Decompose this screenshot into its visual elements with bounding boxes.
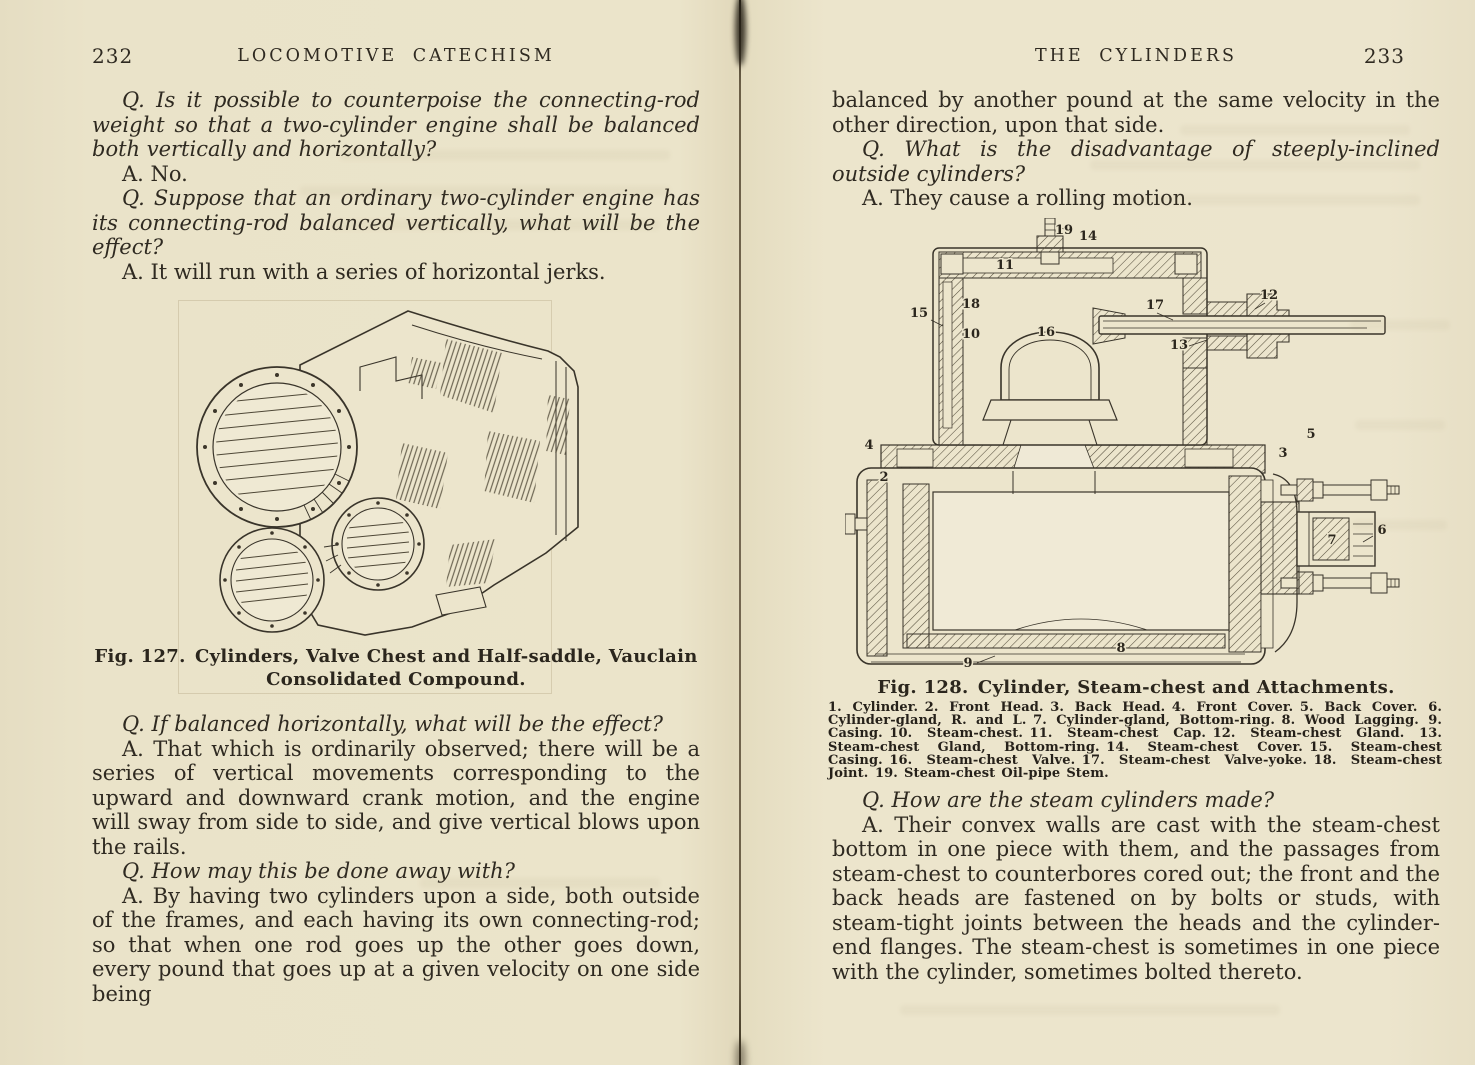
fig128-part-label-11: 11 [996,258,1014,273]
left-text-block-top: Q. Is it possible to counterpoise the co… [92,88,700,284]
gland-stud-top [1280,478,1400,502]
qa-paragraph: A. It will run with a series of horizont… [122,259,606,284]
fig128-part-label-12: 12 [1260,288,1278,303]
fig128-part-label-2: 2 [879,470,888,485]
left-text-block-bottom: Q. If balanced horizontally, what will b… [92,712,700,1006]
fig128-part-label-3: 3 [1278,446,1287,461]
valve-chest-bore [323,497,425,591]
fig128-part-label-16: 16 [1037,325,1055,340]
steam-chest [932,218,1386,446]
qa-paragraph: Q. How may this be done away with? [122,859,515,883]
fig128-part-label-18: 18 [962,297,980,312]
qa-paragraph: Q. Is it possible to counterpoise the co… [92,88,700,161]
fig128-part-label-7: 7 [1327,533,1336,548]
fig127-drawing [196,310,579,636]
engraving-shading [396,339,570,587]
fig127-caption-line1: Fig. 127. Cylinders, Valve Chest and Hal… [94,646,698,667]
qa-paragraph: A. Their convex walls are cast with the … [832,812,1440,984]
qa-paragraph: Q. How are the steam cylinders made? [862,788,1275,812]
page-gutter [739,0,741,1065]
fig128-part-label-5: 5 [1306,427,1315,442]
right-text-block-bottom: Q. How are the steam cylinders made? A. … [832,788,1440,984]
fig127-caption-line2: Consolidated Compound. [266,669,526,690]
fig128-part-label-13: 13 [1170,338,1188,353]
fig128-part-label-4: 4 [864,438,873,453]
large-cylinder-bore [196,366,358,528]
fig128-part-label-19: 19 [1055,223,1073,238]
qa-paragraph: A. No. [122,161,188,186]
fig128-drawing: 19 14 11 15 18 10 16 17 12 13 4 2 3 5 7 6 8 9 [845,218,1400,673]
right-text-block-top: balanced by another pound at the same ve… [832,88,1440,211]
fig128-part-label-17: 17 [1146,298,1164,313]
fig128-part-label-8: 8 [1116,641,1125,656]
fig128-part-label-6: 6 [1377,523,1386,538]
qa-paragraph: Q. Suppose that an ordinary two-cylinder… [92,186,700,259]
fig128-part-label-14: 14 [1079,229,1097,244]
bleed-through-smudge [330,220,660,230]
left-running-title: LOCOMOTIVE CATECHISM [237,46,555,66]
label-leaders [930,225,1374,664]
bleed-through-smudge [1355,420,1445,430]
gland-stud-bottom [1280,571,1400,595]
right-page-number: 233 [1363,44,1405,68]
fig127-caption: Fig. 127. Cylinders, Valve Chest and Hal… [92,645,700,691]
fig128-illustration: 19 14 11 15 18 10 16 17 12 13 4 2 3 5 7 6 8 9 [845,218,1465,680]
fig128-parts-key: 1. Cylinder. 2. Front Head. 3. Back Head… [828,700,1442,782]
qa-paragraph: balanced by another pound at the same ve… [832,88,1440,137]
fig128-part-label-9: 9 [963,656,972,671]
fig127-illustration [150,295,610,645]
gutter-shadow-top [735,0,746,66]
right-running-title: THE CYLINDERS [1034,46,1238,66]
fig128-caption: Fig. 128. Cylinder, Steam-chest and Atta… [877,677,1395,698]
qa-paragraph: A. That which is ordinarily observed; th… [92,736,700,859]
bleed-through-smudge [1090,160,1420,170]
lower-cylinder-bore [219,527,325,633]
qa-paragraph: Q. What is the disadvantage of steeply-i… [832,137,1440,186]
left-page-header: 232 LOCOMOTIVE CATECHISM [92,44,700,70]
bleed-through-smudge [300,186,670,196]
cylinder-body [845,467,1298,665]
bleed-through-smudge [1180,125,1410,135]
bleed-through-smudge [420,878,660,888]
bleed-through-smudge [1350,320,1450,330]
left-page-number: 232 [92,44,134,68]
qa-paragraph: A. By having two cylinders upon a side, … [92,883,700,1006]
qa-paragraph: A. They cause a rolling motion. [862,186,1193,210]
cylinder-gland [1260,478,1400,595]
gutter-shadow-bottom [736,1040,745,1065]
fig128-part-label-15: 15 [910,306,928,321]
bleed-through-smudge [340,150,670,160]
fig128-part-label-10: 10 [962,327,980,342]
page-right: THE CYLINDERS 233 balanced by another po… [740,0,1475,1065]
bleed-through-smudge [1120,195,1420,205]
right-page-header: THE CYLINDERS 233 [832,44,1440,70]
fig128-part-labels: 19 14 11 15 18 10 16 17 12 13 4 2 3 5 7 6 8 9 [863,222,1388,673]
bleed-through-smudge [900,1005,1280,1015]
bleed-through-smudge [1352,520,1447,530]
page-left: 232 LOCOMOTIVE CATECHISM Q. Is it possib… [92,44,700,1006]
qa-paragraph: Q. If balanced horizontally, what will b… [122,712,664,736]
